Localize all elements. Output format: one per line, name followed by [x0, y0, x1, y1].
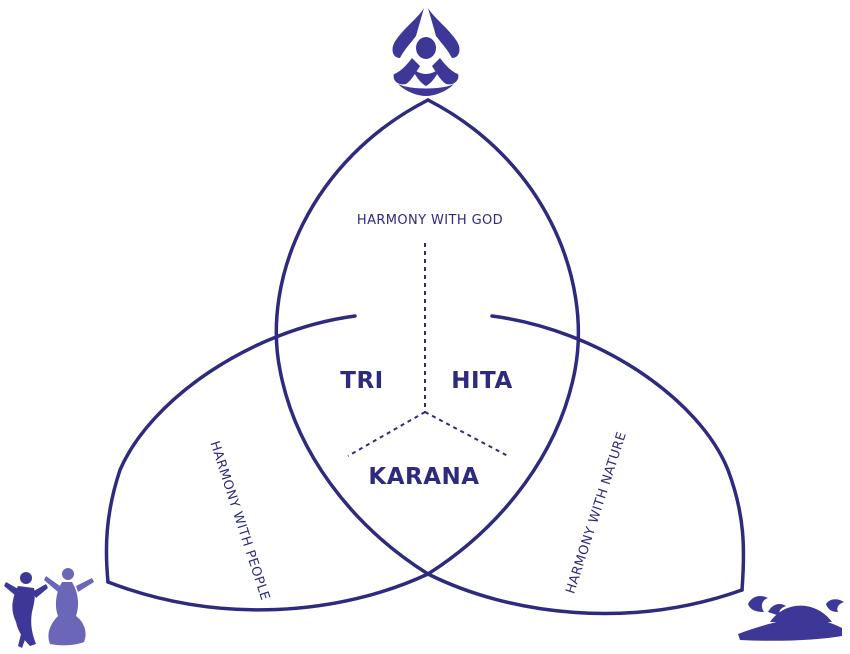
center-word-karana: KARANA [368, 464, 479, 490]
lobe-left-outline-bottom [106, 572, 430, 612]
label-harmony-with-god: HARMONY WITH GOD [357, 213, 503, 228]
dancers-icon [4, 568, 94, 648]
divider-left [347, 411, 426, 457]
label-harmony-with-people: HARMONY WITH PEOPLE [206, 439, 272, 602]
lobe-top-outline-right [426, 98, 580, 576]
nature-landscape-icon [738, 596, 844, 641]
label-harmony-with-nature: HARMONY WITH NATURE [563, 430, 630, 596]
lobe-right-outline [490, 314, 746, 592]
lobe-left-outline [104, 314, 357, 584]
lobe-right-outline-bottom [426, 572, 744, 616]
divider-right [424, 411, 509, 457]
center-word-hita: HITA [451, 368, 513, 394]
center-word-tri: TRI [340, 368, 383, 394]
praying-figure-icon [392, 8, 460, 96]
lobe-top-outline [274, 98, 430, 576]
